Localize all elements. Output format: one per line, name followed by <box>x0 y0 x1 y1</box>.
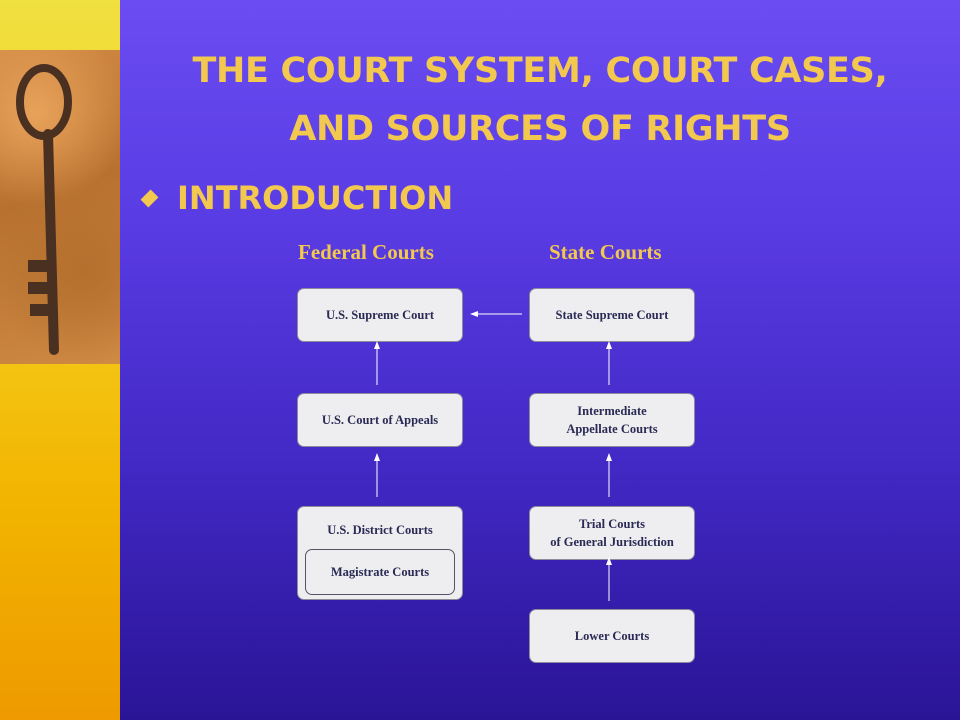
us-court-of-appeals-box: U.S. Court of Appeals <box>297 393 463 447</box>
us-district-courts-box: U.S. District Courts Magistrate Courts <box>297 506 463 600</box>
state-supreme-court-box: State Supreme Court <box>529 288 695 342</box>
lower-courts-box: Lower Courts <box>529 609 695 663</box>
bullet-text: INTRODUCTION <box>177 179 454 217</box>
us-district-courts-label: U.S. District Courts <box>327 523 433 537</box>
antique-key-image <box>16 64 72 355</box>
bullet-introduction: INTRODUCTION <box>140 178 454 218</box>
slide-title: THE COURT SYSTEM, COURT CASES, AND SOURC… <box>120 42 960 158</box>
title-line-2: AND SOURCES OF RIGHTS <box>289 109 791 149</box>
federal-courts-heading: Federal Courts <box>298 240 434 264</box>
trial-courts-box: Trial Courts of General Jurisdiction <box>529 506 695 560</box>
slide-body <box>120 0 960 720</box>
state-courts-heading: State Courts <box>549 240 662 264</box>
us-supreme-court-box: U.S. Supreme Court <box>297 288 463 342</box>
intermediate-appellate-courts-box: Intermediate Appellate Courts <box>529 393 695 447</box>
title-line-1: THE COURT SYSTEM, COURT CASES, <box>192 51 888 91</box>
key-photo <box>0 50 120 364</box>
magistrate-courts-box: Magistrate Courts <box>305 549 455 595</box>
